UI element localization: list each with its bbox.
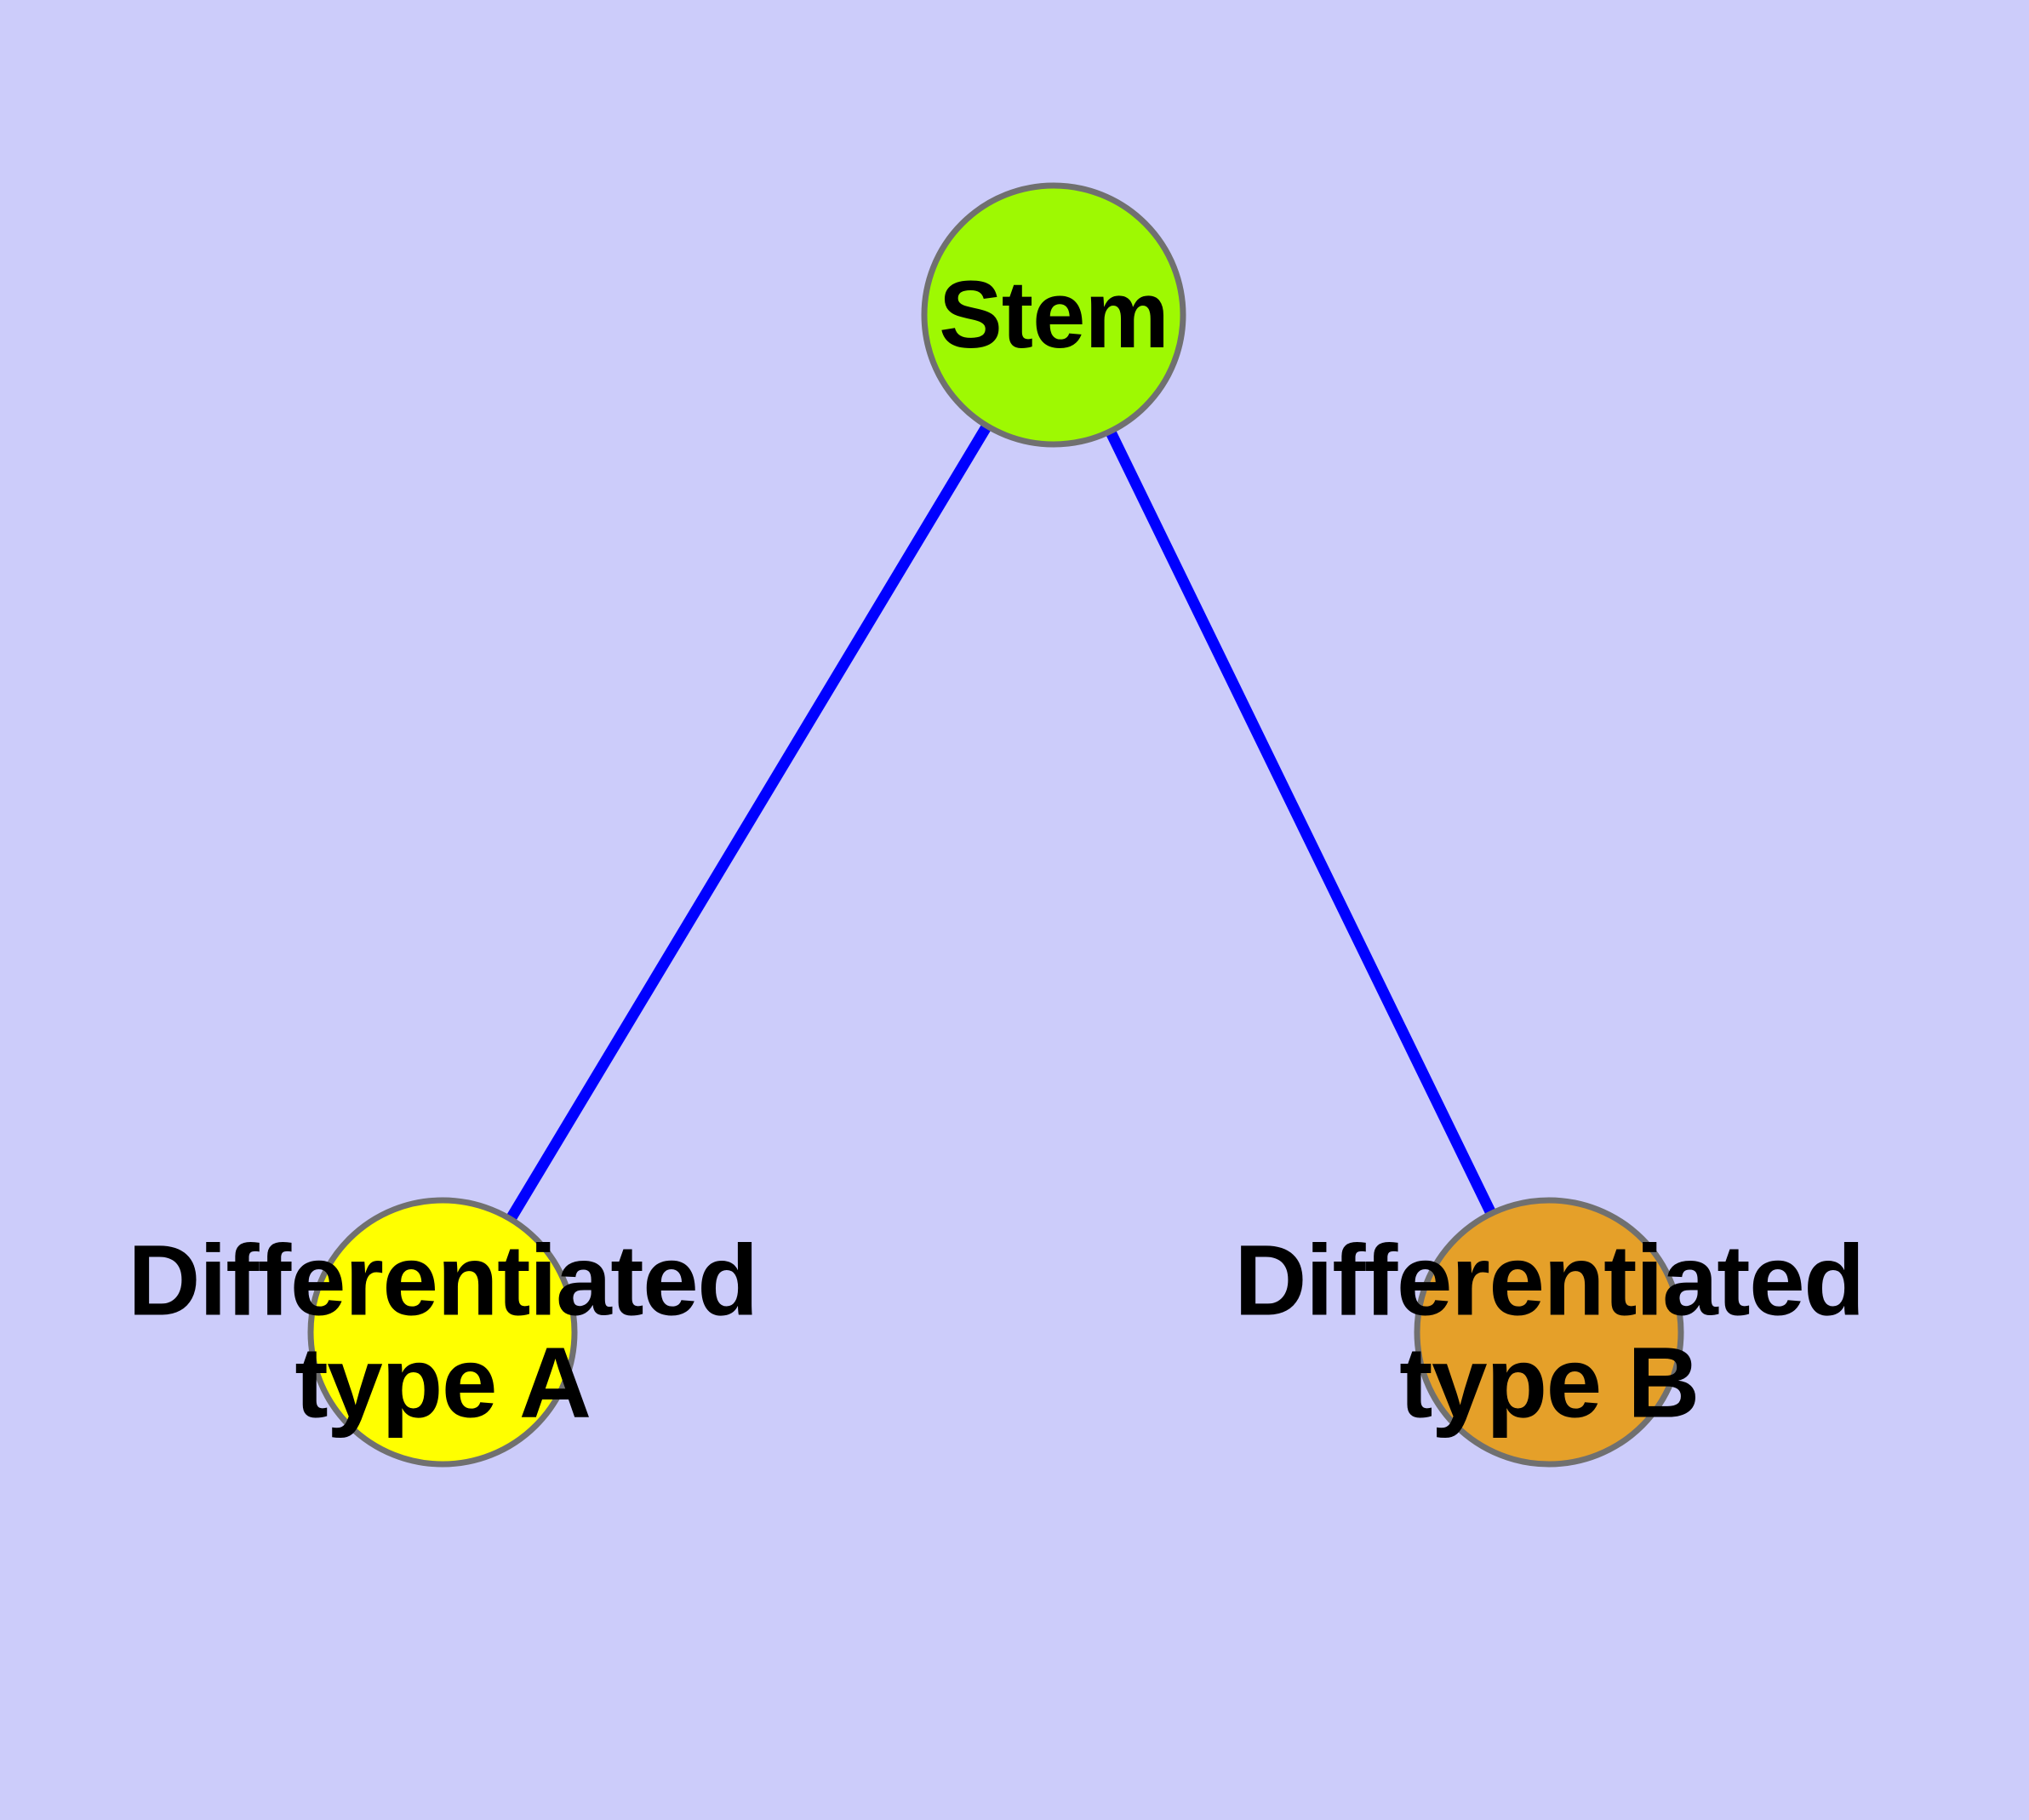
graph-edge[interactable] [506, 422, 992, 1222]
graph-edge[interactable] [1105, 428, 1496, 1216]
node-layer [307, 182, 1684, 1468]
graph-node-diff_b[interactable] [1414, 1197, 1684, 1468]
edge-layer [506, 422, 1496, 1222]
graph-node-diff_a[interactable] [307, 1197, 578, 1468]
graph-node-stem[interactable] [921, 182, 1186, 448]
